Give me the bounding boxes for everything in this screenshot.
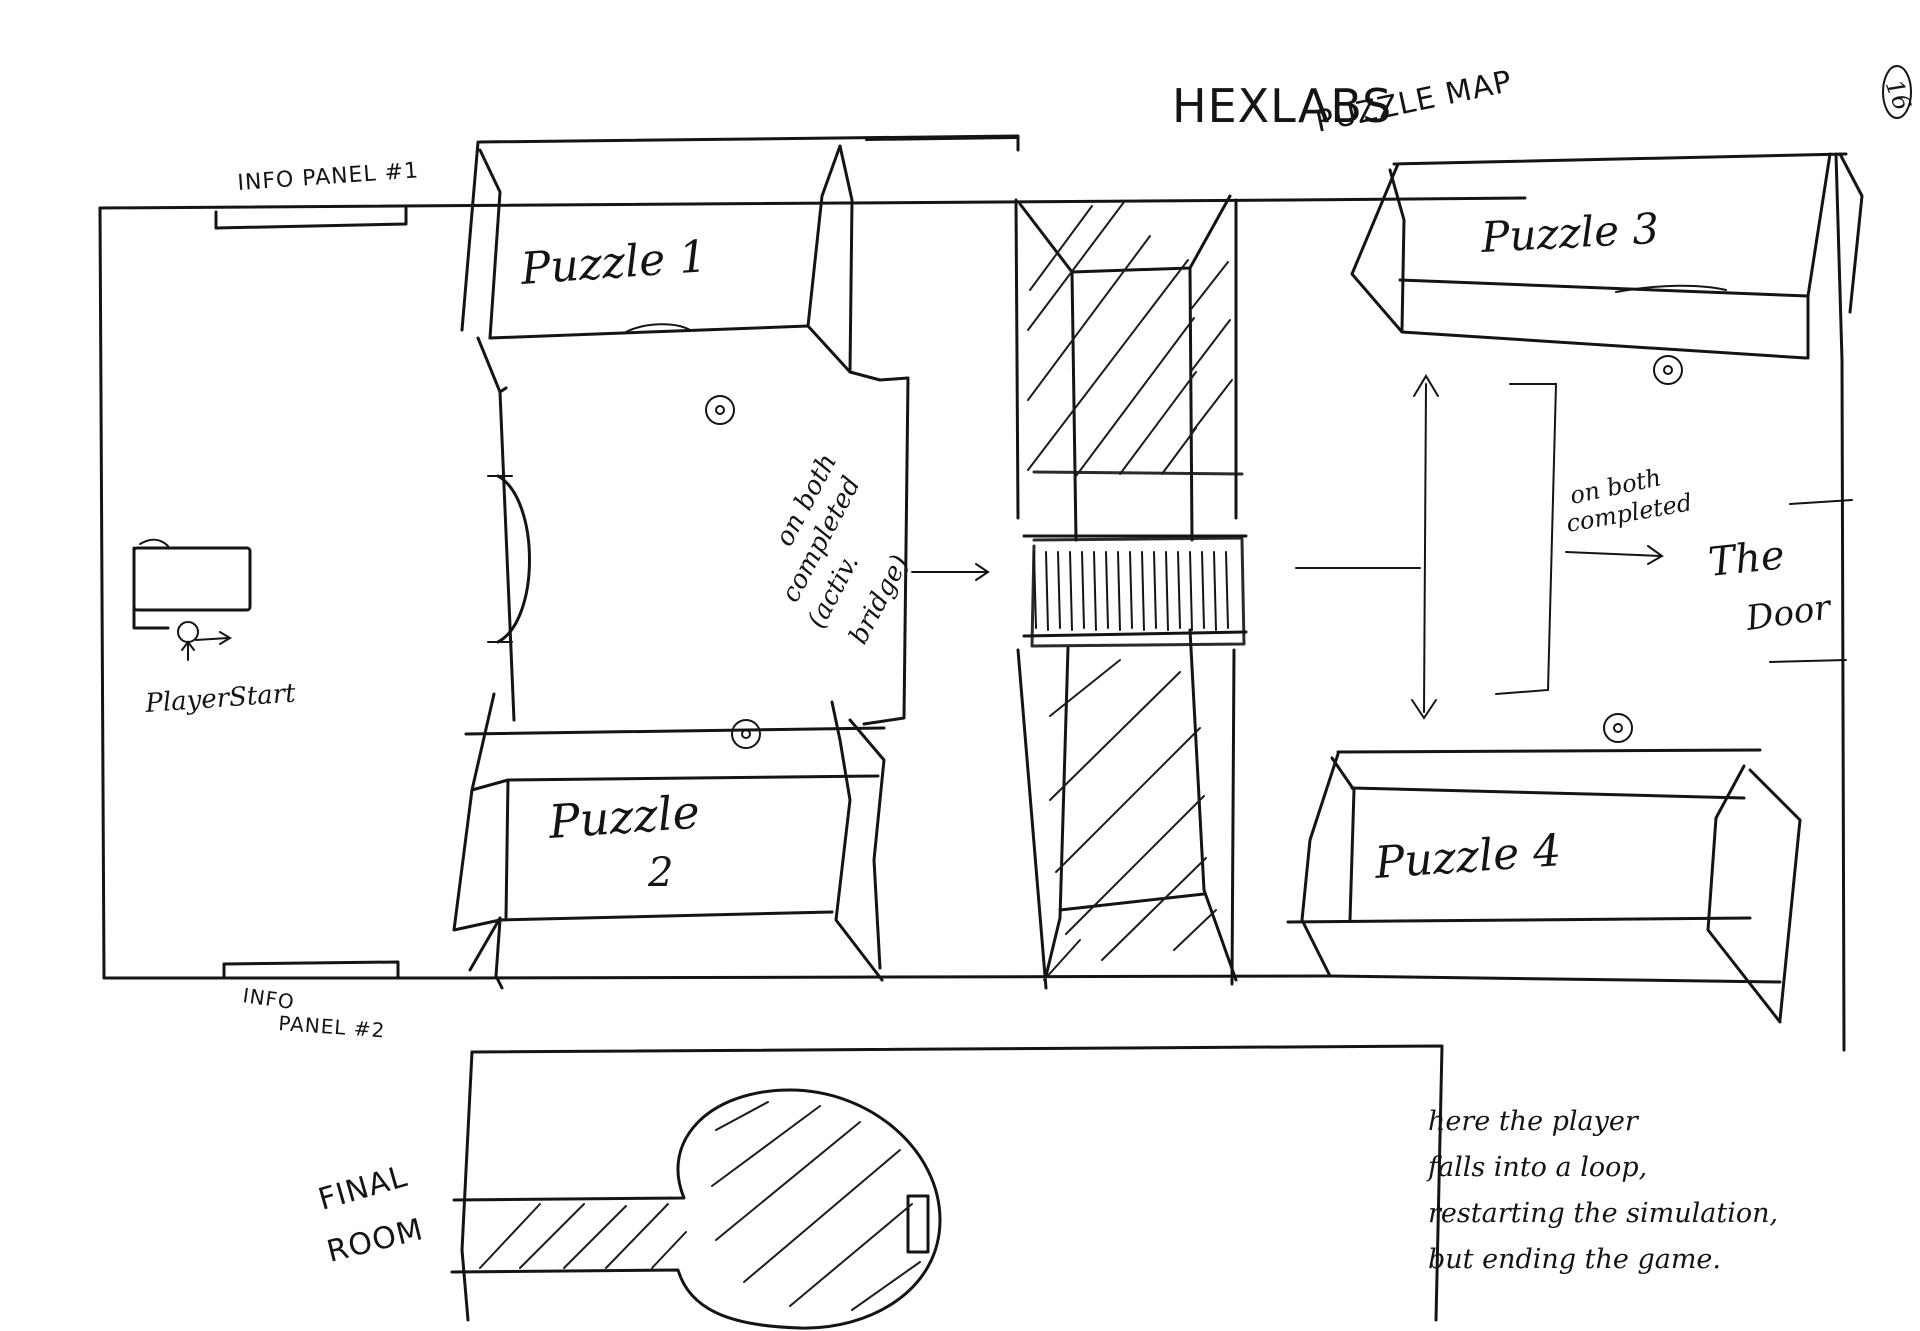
top-wall [98,196,1527,210]
info-panel-1-label: INFO PANEL #1 [237,158,420,196]
final-room-label-line2: ROOM [323,1212,427,1270]
chasm-column [1014,194,1246,990]
interaction-point-2 [731,719,761,749]
puzzle-3-room [1350,152,1864,1052]
puzzle-2-room [452,692,886,990]
chasm-hatching [1027,201,1233,981]
gate-bracket [1495,383,1558,695]
page-number-badge: 16 [1880,65,1916,119]
door-arrow [1565,545,1664,565]
bottom-wall [468,974,1782,984]
map-title-line2: PUZZLE MAP [1312,64,1515,140]
puzzle-1-label: Puzzle 1 [518,231,709,295]
puzzle-4-room [1286,713,1802,1024]
info-panel-1-marker [214,206,408,230]
map-title-line1: HEXLABS [1172,79,1392,133]
puzzle-2-label-line2: 2 [647,850,673,896]
puzzle-2-label-line1: Puzzle [546,785,701,849]
player-start-label: PlayerStart [143,679,297,720]
start-room: INFO PANEL #1 INFO PANEL #2 PlayerStart [98,158,472,1042]
info-panel-2-marker [222,960,400,980]
final-note: here the player falls into a loop, resta… [1426,1106,1778,1275]
final-room [450,1044,1444,1330]
interaction-point-3 [1653,355,1683,385]
player-start-marker [132,538,252,661]
the-door-label-line1: The [1706,532,1787,586]
vertical-path-arrow [1411,374,1439,720]
puzzle-4-label: Puzzle 4 [1372,825,1563,889]
the-door [1769,499,1853,663]
final-room-hatching [479,1101,921,1311]
puzzle-3-label: Puzzle 3 [1479,204,1660,262]
final-note-line1: here the player [1428,1106,1640,1137]
the-door-label-line2: Door [1743,587,1835,639]
final-note-line4: but ending the game. [1428,1244,1721,1275]
final-note-line3: restarting the simulation, [1428,1198,1778,1229]
bridge-arrow [911,563,990,581]
final-room-label-line1: FINAL [315,1159,412,1218]
central-room [487,370,910,726]
interaction-point-1 [705,395,735,425]
info-panel-2-label-line1: INFO [241,983,296,1014]
interaction-point-4 [1603,713,1633,743]
bridge [1022,534,1248,638]
info-panel-2-label-line2: PANEL #2 [278,1011,386,1042]
final-note-line2: falls into a loop, [1426,1152,1647,1183]
